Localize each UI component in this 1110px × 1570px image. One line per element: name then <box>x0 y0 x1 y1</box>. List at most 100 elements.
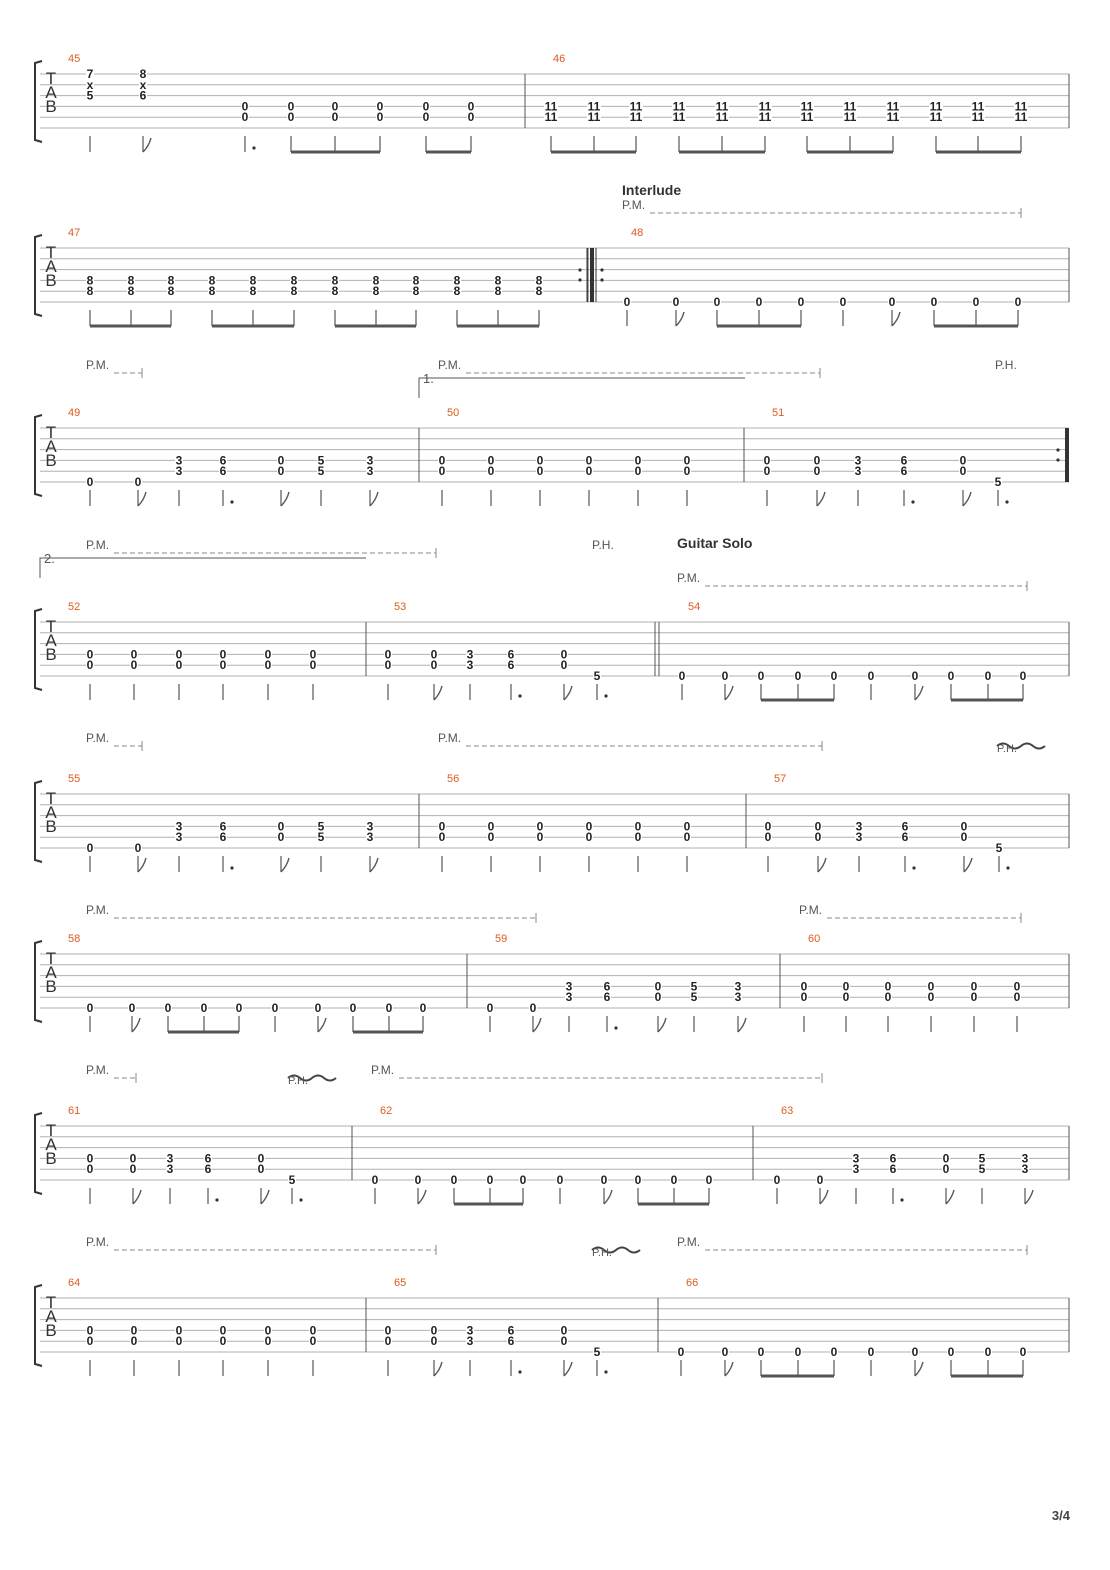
fret-number: 8 <box>291 273 298 287</box>
fret-number: 0 <box>332 99 339 113</box>
fret-bg <box>487 465 495 477</box>
tab-note: 55 <box>317 453 325 506</box>
fret-number: 3 <box>167 1162 174 1176</box>
tab-note: 0 <box>529 1001 542 1033</box>
fret-bg <box>466 659 474 671</box>
fret-number: 11 <box>1015 110 1028 124</box>
fret-number: 5 <box>87 89 94 103</box>
fret-number: 0 <box>377 110 384 124</box>
fret-number: 0 <box>814 464 821 478</box>
fret-bg <box>995 842 1003 853</box>
tab-note: 33 <box>854 453 862 506</box>
fret-bg <box>219 820 227 832</box>
tab-clef-letter: A <box>45 83 57 102</box>
fret-bg <box>585 454 593 466</box>
fret-number: 0 <box>635 453 642 467</box>
tab-note: 00 <box>814 819 827 873</box>
fret-bg <box>438 831 446 843</box>
fret-bg <box>1013 991 1021 1003</box>
fret-number: 0 <box>815 830 822 844</box>
note-dot <box>252 146 256 150</box>
fret-number: 0 <box>350 1001 357 1015</box>
fret-bg <box>889 1152 897 1164</box>
fret-number: 11 <box>930 110 943 124</box>
tab-note: 00 <box>257 1151 270 1205</box>
fret-number: 0 <box>561 1334 568 1348</box>
tab-clef-letter: T <box>46 243 56 262</box>
system-bracket <box>34 60 43 143</box>
tab-note: 00 <box>1013 979 1021 1032</box>
tab-note: 0 <box>450 1173 490 1206</box>
fret-number: 0 <box>948 669 955 683</box>
fret-bg <box>927 991 935 1003</box>
fret-number: 0 <box>586 453 593 467</box>
fret-bg <box>277 831 285 843</box>
note-dot <box>518 1370 522 1374</box>
fret-number: 6 <box>220 819 227 833</box>
fret-number: 0 <box>557 1173 564 1187</box>
fret-number: 0 <box>831 1345 838 1359</box>
fret-number: 8 <box>87 284 94 298</box>
fret-number: 0 <box>868 669 875 683</box>
tab-note: 33 <box>466 647 474 700</box>
fret-bg <box>757 1346 765 1357</box>
fret-bg <box>536 820 544 832</box>
fret-bg <box>585 820 593 832</box>
tab-note: 00 <box>175 647 183 700</box>
fret-bg <box>264 1324 272 1336</box>
tab-note: 0 <box>773 1173 781 1204</box>
tab-note: 0 <box>486 1173 523 1206</box>
fret-bg <box>623 296 631 307</box>
fret-bg <box>86 842 94 853</box>
fret-bg <box>800 991 808 1003</box>
fret-bg <box>690 991 698 1003</box>
note-flag <box>962 491 972 507</box>
note-flag <box>963 857 973 873</box>
fret-number: 8 <box>536 284 543 298</box>
fret-number: 0 <box>135 841 142 855</box>
fret-bg <box>886 111 900 123</box>
fret-bg <box>978 1152 986 1164</box>
note-flag <box>260 1189 270 1205</box>
fret-number: 3 <box>855 453 862 467</box>
fret-number: 0 <box>236 1001 243 1015</box>
fret-number: 8 <box>209 273 216 287</box>
tab-note: 0 <box>235 1001 243 1032</box>
fret-bg <box>438 465 446 477</box>
tab-note: 7x5 <box>86 67 94 152</box>
fret-bg <box>927 980 935 992</box>
tab-note: 0 <box>757 669 798 702</box>
fret-bg <box>855 820 863 832</box>
fret-bg <box>585 831 593 843</box>
tab-note: 0 <box>200 1001 239 1034</box>
volta-bracket <box>39 557 366 578</box>
tab-note: 66 <box>603 979 618 1032</box>
tab-note: 0 <box>86 841 94 872</box>
tab-note: 00 <box>264 1323 272 1376</box>
fret-bg <box>683 831 691 843</box>
repeat-dot <box>1056 448 1060 452</box>
fret-number: 3 <box>735 979 742 993</box>
tab-clef-letter: B <box>45 645 56 664</box>
fret-number: 0 <box>928 979 935 993</box>
fret-bg <box>603 980 611 992</box>
tab-note: 00 <box>376 99 384 152</box>
fret-bg <box>376 100 384 112</box>
fret-bg <box>816 1174 824 1185</box>
note-flag <box>132 1189 142 1205</box>
fret-number: 6 <box>205 1162 212 1176</box>
tab-note: 0 <box>972 295 1018 328</box>
tab-note: 33 <box>366 819 379 873</box>
tab-note: 0 <box>755 295 801 328</box>
system-bracket <box>34 414 43 497</box>
fret-number: 0 <box>220 1334 227 1348</box>
fret-bg <box>204 1152 212 1164</box>
measure-number: 59 <box>495 933 507 945</box>
tab-note: 0 <box>164 1001 204 1034</box>
fret-number: 6 <box>902 830 909 844</box>
fret-bg <box>867 670 875 681</box>
tab-note: 88 <box>127 273 171 328</box>
fret-number: 11 <box>673 99 686 113</box>
fret-bg <box>309 659 317 671</box>
